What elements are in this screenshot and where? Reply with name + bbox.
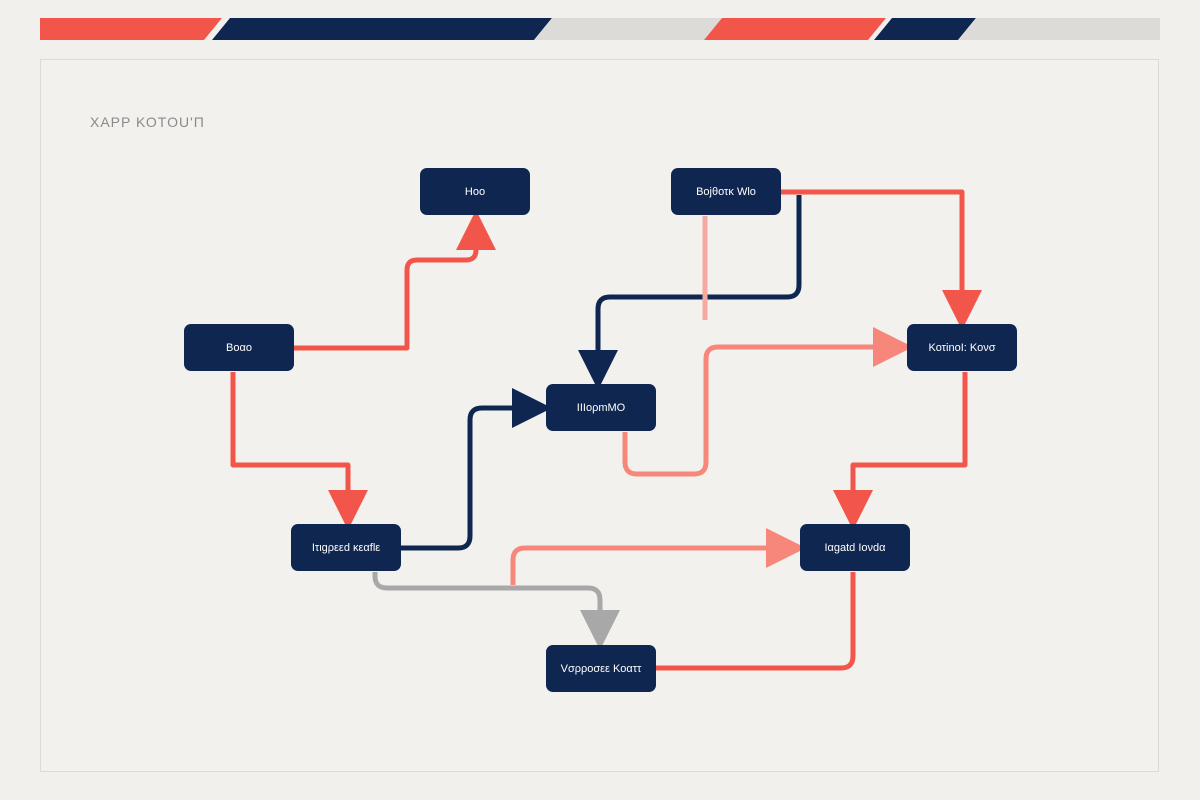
edge-n3-n1 bbox=[293, 210, 496, 351]
node-n3-box bbox=[184, 324, 294, 371]
node-n8-label: Vσρροσεε Κοαττ bbox=[561, 663, 642, 675]
node-n6[interactable]: Ιτιgρεεd κεαflε bbox=[291, 524, 401, 571]
node-n4-label: ΚοτinοΙ: Κονσ bbox=[929, 342, 996, 354]
stripe-segment-coral-2 bbox=[704, 18, 886, 40]
node-n2-box bbox=[671, 168, 781, 215]
node-n5[interactable]: ΙΙΙορmΜΟ bbox=[546, 384, 656, 431]
edge-n5-n4 bbox=[622, 327, 913, 477]
node-n1-label: Ноо bbox=[465, 186, 485, 198]
stripe-segment-gray-1 bbox=[534, 18, 722, 40]
edge-n6-n8 bbox=[372, 572, 620, 650]
edge-n2-n4 bbox=[781, 189, 982, 330]
edge-n6-n5 bbox=[400, 388, 552, 551]
stripe-segment-navy-2 bbox=[874, 18, 976, 40]
diagram-title: ΧΑΡΡ ΚΟΤΟU'Π bbox=[90, 114, 205, 130]
edge-to-n7 bbox=[510, 528, 806, 585]
edge-n4-n7 bbox=[833, 372, 968, 530]
node-n2-label: Βοjθοτκ Wlo bbox=[696, 186, 756, 198]
node-n4[interactable]: ΚοτinοΙ: Κονσ bbox=[907, 324, 1017, 371]
edge-n2-n5 bbox=[578, 195, 802, 390]
stripe-segment-coral-1 bbox=[40, 18, 222, 40]
node-n7-label: Ιαgatd Ιονdα bbox=[824, 542, 886, 554]
stripe-segment-navy-1 bbox=[212, 18, 552, 40]
node-n3-label: Βοαο bbox=[226, 342, 252, 354]
node-n2[interactable]: Βοjθοτκ Wlo bbox=[671, 168, 781, 215]
node-n7[interactable]: Ιαgatd Ιονdα bbox=[800, 524, 910, 571]
node-n1[interactable]: Ноо bbox=[420, 168, 530, 215]
node-n6-box bbox=[291, 524, 401, 571]
node-n5-box bbox=[546, 384, 656, 431]
node-n7-box bbox=[800, 524, 910, 571]
node-n1-box bbox=[420, 168, 530, 215]
node-n8[interactable]: Vσρροσεε Κοαττ bbox=[546, 645, 656, 692]
node-n5-label: ΙΙΙορmΜΟ bbox=[577, 402, 626, 414]
node-n6-label: Ιτιgρεεd κεαflε bbox=[312, 542, 380, 554]
stripe-segment-gray-2 bbox=[958, 18, 1160, 40]
node-n8-box bbox=[546, 645, 656, 692]
edge-n8-n7 bbox=[656, 572, 856, 671]
node-n3[interactable]: Βοαο bbox=[184, 324, 294, 371]
edge-n3-n6 bbox=[230, 372, 368, 530]
header-stripe bbox=[40, 18, 1160, 40]
node-n4-box bbox=[907, 324, 1017, 371]
